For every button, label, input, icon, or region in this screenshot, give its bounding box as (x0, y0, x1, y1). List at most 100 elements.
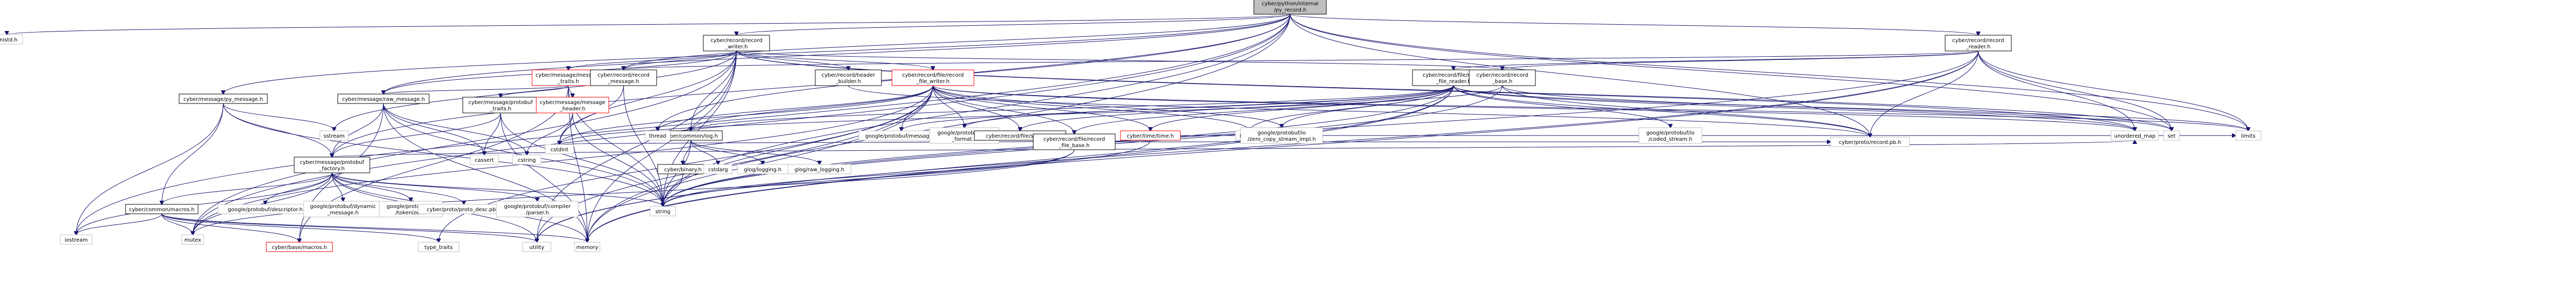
edge-macros_common-to-type_traits (161, 213, 439, 242)
node-protobuf-factory[interactable]: cyber/message/protobuf_factory.h (294, 157, 370, 173)
node-binary[interactable]: cyber/binary.h (657, 164, 709, 174)
edge-record_writer-to-unordered_map (736, 50, 2135, 131)
edge-record_file_reader-to-unordered_map (1453, 85, 2135, 131)
node-box (1120, 130, 1181, 141)
node-record-file-writer[interactable]: cyber/record/file/record_file_writer.h (891, 69, 974, 86)
node-box (891, 69, 974, 86)
edge-root-to-record_pb (1290, 14, 1870, 137)
node-box (294, 157, 370, 173)
node-record-base[interactable]: cyber/record/record_base.h (1469, 69, 1536, 86)
edge-record_reader-to-record_base (1502, 50, 1979, 70)
edge-record_message-to-cstdint (559, 85, 624, 144)
edge-raw_message-to-memory (383, 103, 587, 242)
edge-message_traits-to-raw_message (383, 85, 569, 94)
edge-log-to-glog_logging (690, 140, 763, 164)
node-label-line: _base.h (1492, 79, 1512, 85)
node-label-line: type_traits (424, 245, 452, 251)
node-time[interactable]: cyber/time/time.h (1120, 130, 1181, 141)
node-protobuf-traits[interactable]: cyber/message/protobuf_traits.h (462, 97, 539, 113)
node-label-line: google/protobuf/compiler (504, 204, 572, 210)
edge-record_writer-to-record_base (736, 50, 1502, 70)
edge-root-to-iostream (76, 14, 1291, 235)
node-label-line: _traits.h (557, 79, 579, 85)
node-unistd: unistd.h (0, 34, 23, 45)
node-header-builder[interactable]: cyber/record/header_builder.h (815, 69, 882, 86)
node-box (1240, 127, 1323, 144)
node-box (2163, 130, 2180, 141)
edge-message_header-to-cstring (527, 112, 573, 155)
node-label-line: google/protobuf/io (1646, 130, 1695, 136)
node-record-writer[interactable]: cyber/record/record_writer.h (703, 35, 770, 51)
edge-record_file_reader-to-record_file_base (1074, 85, 1454, 134)
node-thread: thread (645, 130, 671, 141)
edge-macros_common-to-iostream (76, 213, 162, 235)
node-label-line: memory (576, 245, 598, 251)
node-base-macros[interactable]: cyber/base/macros.h (266, 242, 333, 252)
edge-protobuf_factory-to-macros_common (162, 172, 333, 204)
node-label-line: /parser.h (526, 210, 549, 216)
node-label-line: sstream (324, 133, 345, 139)
edge-root-to-raw_message (383, 14, 1291, 94)
edge-protobuf_factory-to-unordered_map (331, 140, 2135, 158)
edge-protobuf_factory-to-iostream (76, 172, 333, 235)
node-box (319, 130, 349, 141)
node-label-line: cyber/record/record (1477, 72, 1529, 78)
edge-record_file_reader-to-fstream (1250, 85, 1454, 131)
node-record-file-base[interactable]: cyber/record/file/record_file_base.h (1033, 133, 1116, 150)
node-label-line: cyber/base/macros.h (272, 245, 327, 251)
node-label-line: limits (2241, 133, 2255, 139)
node-box (1253, 0, 1327, 15)
node-glog-raw-logging: glog/raw_logging.h (787, 164, 851, 174)
edge-macros_common-to-mutex (161, 213, 193, 235)
node-label-line: cyber/record/file/record (1422, 72, 1484, 78)
edge-record_file_base-to-mutex (193, 149, 1075, 235)
edge-log-to-binary (683, 140, 691, 164)
edge-protobuf_traits-to-string (500, 112, 663, 206)
node-label-line: cyber/message/py_message.h (183, 97, 263, 102)
edge-record_file_reader-to-coded_stream (1453, 85, 1670, 128)
edge-record_file_reader-to-memory (587, 85, 1454, 242)
edge-record_message-to-string (623, 85, 663, 206)
node-label-line: cyber/record/header (822, 72, 876, 78)
edge-root-to-record_writer (736, 14, 1291, 35)
edge-record_file_reader-to-zero_copy (1282, 85, 1454, 128)
node-box (1638, 127, 1702, 144)
node-box (470, 154, 499, 165)
node-label-line: cyber/proto/record.pb.h (1839, 140, 1902, 146)
node-macros-common[interactable]: cyber/common/macros.h (125, 204, 199, 214)
node-record-message[interactable]: cyber/record/record_message.h (590, 69, 657, 86)
node-label-line: cassert (475, 158, 494, 163)
edge-macros_common-to-base_macros (161, 213, 299, 242)
node-label-line: _factory.h (319, 166, 345, 172)
node-label-line: set (2167, 133, 2175, 139)
node-label-line: cyber/message/protobuf (469, 100, 533, 106)
edge-record_file_writer-to-section (932, 85, 1020, 131)
node-box (496, 201, 579, 217)
node-box (703, 164, 733, 174)
edge-protobuf_traits-to-protobuf_factory (332, 112, 501, 157)
edge-record_writer-to-memory (587, 50, 737, 242)
node-raw-message[interactable]: cyber/message/raw_message.h (337, 94, 430, 104)
node-pb-parser: google/protobuf/compiler/parser.h (496, 201, 579, 217)
node-py-message[interactable]: cyber/message/py_message.h (179, 94, 268, 104)
node-box (1945, 35, 2012, 51)
node-message-header[interactable]: cyber/message/message_header.h (536, 97, 609, 113)
node-label-line: cstdint (550, 147, 568, 153)
edge-raw_message-to-protobuf_factory (332, 103, 384, 157)
edge-py_message-to-sstream (223, 103, 334, 131)
edge-record_file_writer-to-time (932, 85, 1150, 131)
edge-record_base-to-cstdint (559, 85, 1503, 144)
node-record-reader[interactable]: cyber/record/record_reader.h (1945, 35, 2012, 51)
node-type-traits: type_traits (418, 242, 460, 252)
edge-record_writer-to-record_file_writer (736, 50, 933, 70)
node-sstream: sstream (319, 130, 349, 141)
node-coded-stream: google/protobuf/io/coded_stream.h (1638, 127, 1702, 144)
edge-record_file_reader-to-utility (537, 85, 1454, 242)
edge-record_file_writer-to-log (691, 85, 933, 131)
node-box (60, 234, 92, 245)
node-root[interactable]: cyber/python/internal/py_record.h (1253, 0, 1327, 15)
node-label-line: cyber/record/file/record (1043, 137, 1105, 142)
node-label-line: _file_base.h (1058, 143, 1090, 149)
node-box (512, 154, 542, 165)
edge-root-to-record_reader (1290, 14, 1978, 35)
